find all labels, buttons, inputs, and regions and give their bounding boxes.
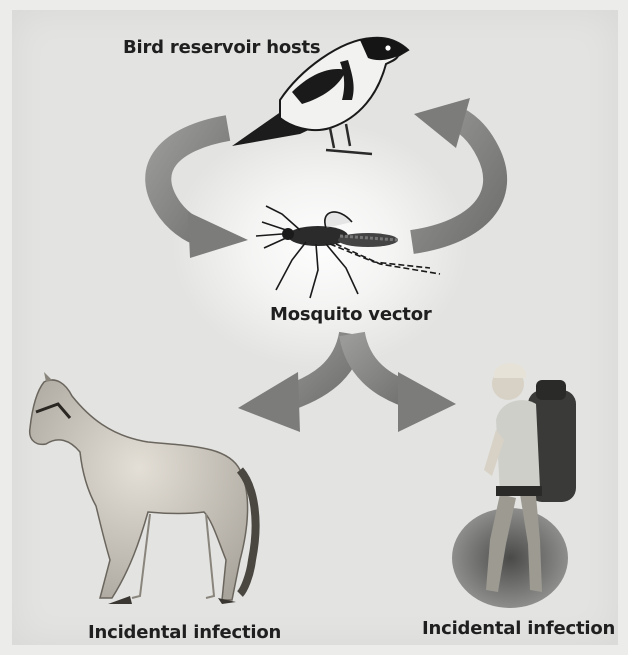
arrow-mosquito-to-bird <box>412 98 495 242</box>
label-mosquito-vector: Mosquito vector <box>270 304 432 325</box>
label-incidental-infection-human: Incidental infection <box>422 618 615 639</box>
arrow-fork-right <box>352 334 456 432</box>
hiker-icon <box>452 363 576 608</box>
mosquito-icon <box>256 206 440 298</box>
arrow-bird-to-mosquito <box>158 128 248 258</box>
arrow-fork-left <box>238 334 352 432</box>
label-incidental-infection-horse: Incidental infection <box>88 622 281 643</box>
label-bird-reservoir-hosts: Bird reservoir hosts <box>123 37 320 58</box>
horse-icon <box>30 372 256 604</box>
